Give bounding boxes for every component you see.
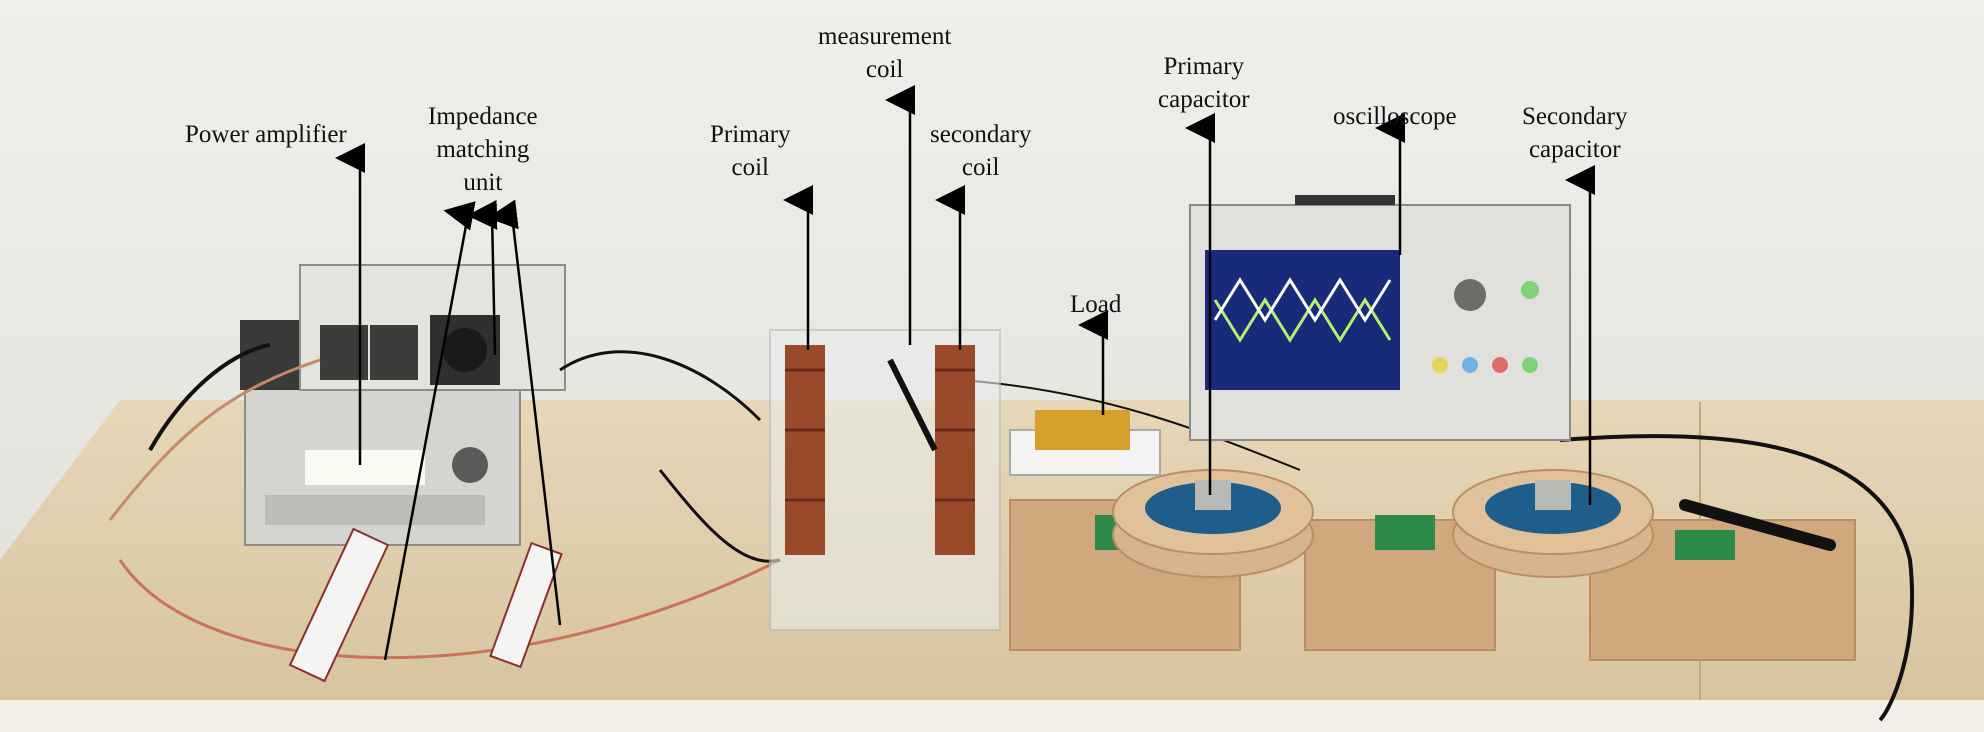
arrow-impedance-2 (467, 199, 498, 356)
arrow-impedance-3 (487, 199, 562, 626)
label-load: Load (1070, 291, 1122, 318)
label-measurement-coil: measurement coil (818, 23, 952, 83)
label-secondary-capacitor: Secondary capacitor (1522, 103, 1628, 163)
load-resistor (1009, 410, 1161, 476)
label-power-amplifier: Power amplifier (185, 121, 347, 148)
secondary-capacitor-device (1452, 469, 1654, 578)
oscilloscope-device (1189, 195, 1571, 441)
inductor-tubes (288, 527, 563, 683)
label-impedance-matching-unit: Impedance matching unit (428, 103, 538, 196)
cables (108, 343, 1915, 722)
primary-capacitor-device (1112, 469, 1314, 578)
label-oscilloscope: oscilloscope (1333, 103, 1457, 130)
probe (1679, 499, 1836, 551)
annotation-arrows (335, 85, 1595, 661)
label-secondary-coil: secondary coil (930, 121, 1032, 181)
label-primary-coil: Primary coil (710, 121, 791, 181)
arrow-impedance-1 (383, 201, 476, 661)
label-primary-capacitor: Primary capacitor (1158, 53, 1250, 113)
coil-assembly (769, 329, 1001, 631)
